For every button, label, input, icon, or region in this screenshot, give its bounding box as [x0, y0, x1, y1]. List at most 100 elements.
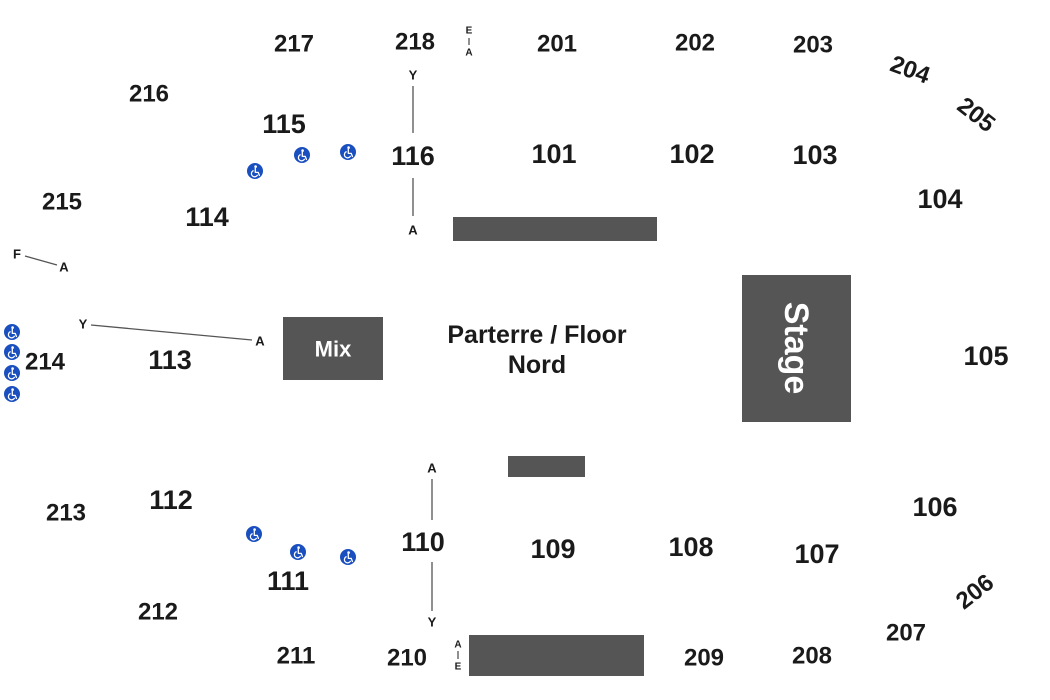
section-102[interactable]: 102 — [669, 139, 714, 169]
section-201[interactable]: 201 — [537, 31, 577, 58]
section-214-label: 214 — [25, 349, 66, 376]
wheelchair-icon — [3, 343, 21, 361]
wheelchair-icon — [289, 543, 307, 561]
section-213-label: 213 — [46, 500, 86, 527]
section-216[interactable]: 216 — [129, 81, 169, 108]
section-106[interactable]: 106 — [912, 492, 957, 522]
section-202[interactable]: 202 — [675, 30, 715, 57]
floor-section[interactable]: Parterre / Floor Nord — [447, 321, 626, 379]
section-101-label: 101 — [531, 139, 576, 169]
section-116[interactable]: 116 — [391, 141, 435, 171]
section-104-label: 104 — [917, 184, 962, 214]
wheelchair-icon — [3, 385, 21, 403]
stage: Stage — [742, 275, 851, 422]
section-214[interactable]: 214 — [25, 349, 66, 376]
section-215[interactable]: 215 — [42, 189, 82, 216]
section-108[interactable]: 108 — [668, 532, 713, 562]
section-114[interactable]: 114 — [185, 202, 229, 232]
section-109[interactable]: 109 — [530, 534, 575, 564]
section-112-label: 112 — [149, 485, 193, 515]
wheelchair-icon — [293, 146, 311, 164]
section-215-label: 215 — [42, 189, 82, 216]
section-104[interactable]: 104 — [917, 184, 962, 214]
section-107-label: 107 — [794, 539, 839, 569]
floor-block-upper — [453, 217, 657, 241]
floor-block-bottom — [469, 635, 644, 676]
section-207[interactable]: 207 — [886, 620, 926, 647]
section-111[interactable]: 111 — [267, 566, 309, 596]
section-204-label: 204 — [887, 50, 934, 89]
section-211-label: 211 — [277, 643, 316, 670]
section-212[interactable]: 212 — [138, 599, 178, 626]
section-209[interactable]: 209 — [684, 645, 724, 672]
section-217-label: 217 — [274, 31, 314, 58]
row-marker: F — [13, 247, 21, 262]
aisle-line — [90, 324, 253, 341]
section-105[interactable]: 105 — [963, 341, 1008, 371]
section-211[interactable]: 211 — [277, 643, 316, 670]
stage-label: Stage — [777, 302, 815, 395]
section-102-label: 102 — [669, 139, 714, 169]
section-205-label: 205 — [952, 92, 1000, 138]
row-marker: A — [465, 48, 472, 59]
section-218-label: 218 — [395, 29, 435, 56]
section-111-label: 111 — [267, 566, 309, 596]
row-marker: A — [427, 461, 437, 476]
row-marker: A — [255, 334, 265, 349]
section-110[interactable]: 110 — [401, 527, 445, 557]
floor-block-lower — [508, 456, 585, 477]
section-110-label: 110 — [401, 527, 445, 557]
section-106-label: 106 — [912, 492, 957, 522]
section-105-label: 105 — [963, 341, 1008, 371]
section-210[interactable]: 210 — [387, 645, 427, 672]
section-108-label: 108 — [668, 532, 713, 562]
section-203[interactable]: 203 — [793, 32, 833, 59]
section-207-label: 207 — [886, 620, 926, 647]
section-210-label: 210 — [387, 645, 427, 672]
section-203-label: 203 — [793, 32, 833, 59]
aisle-line — [24, 255, 58, 266]
section-218[interactable]: 218 — [395, 29, 435, 56]
floor-label-line1: Parterre / Floor — [447, 321, 626, 349]
section-112[interactable]: 112 — [149, 485, 193, 515]
section-205[interactable]: 205 — [952, 92, 1000, 138]
section-103[interactable]: 103 — [792, 140, 837, 170]
section-109-label: 109 — [530, 534, 575, 564]
section-113-label: 113 — [148, 345, 192, 375]
row-marker: Y — [79, 317, 88, 332]
section-116-label: 116 — [391, 141, 435, 171]
section-113[interactable]: 113 — [148, 345, 192, 375]
section-213[interactable]: 213 — [46, 500, 86, 527]
row-marker: A — [454, 640, 461, 651]
section-201-label: 201 — [537, 31, 577, 58]
section-103-label: 103 — [792, 140, 837, 170]
mix-booth: Mix — [283, 317, 383, 380]
row-marker: A — [59, 260, 69, 275]
row-marker: Y — [428, 615, 437, 630]
section-107[interactable]: 107 — [794, 539, 839, 569]
section-202-label: 202 — [675, 30, 715, 57]
section-101[interactable]: 101 — [531, 139, 576, 169]
section-204[interactable]: 204 — [887, 50, 934, 89]
wheelchair-icon — [245, 525, 263, 543]
wheelchair-icon — [3, 364, 21, 382]
section-216-label: 216 — [129, 81, 169, 108]
section-212-label: 212 — [138, 599, 178, 626]
wheelchair-icon — [3, 323, 21, 341]
section-208[interactable]: 208 — [792, 643, 832, 670]
wheelchair-icon — [339, 548, 357, 566]
section-209-label: 209 — [684, 645, 724, 672]
section-217[interactable]: 217 — [274, 31, 314, 58]
section-208-label: 208 — [792, 643, 832, 670]
section-114-label: 114 — [185, 202, 229, 232]
section-115[interactable]: 115 — [262, 109, 306, 139]
section-115-label: 115 — [262, 109, 306, 139]
section-206-label: 206 — [951, 569, 999, 615]
wheelchair-icon — [246, 162, 264, 180]
row-marker: Y — [409, 68, 418, 83]
row-marker: A — [408, 223, 418, 238]
floor-label-line2: Nord — [508, 351, 566, 379]
section-206[interactable]: 206 — [951, 569, 999, 615]
wheelchair-icon — [339, 143, 357, 161]
